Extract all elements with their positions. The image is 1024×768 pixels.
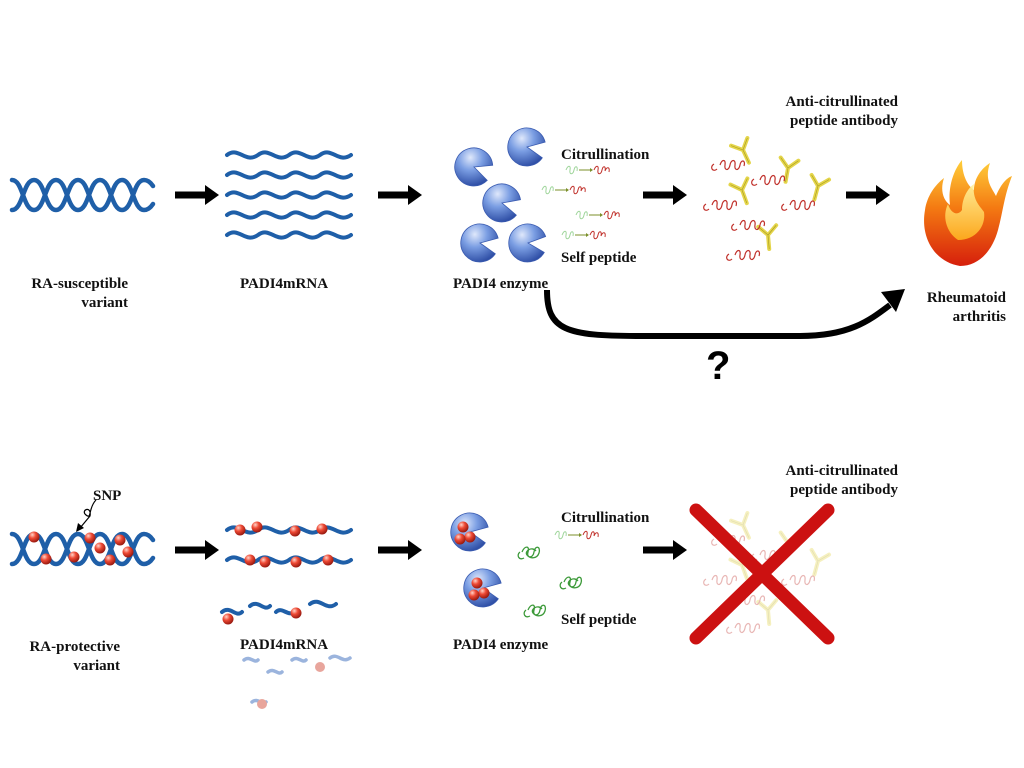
citrullination-label-top: Citrullination bbox=[561, 147, 650, 163]
mrna-strands-top bbox=[225, 150, 353, 240]
antibody-cluster-top bbox=[703, 136, 832, 261]
variant-label-top-line1: RA-susceptible bbox=[31, 276, 128, 292]
antibody-label-top: Anti-citrullinated peptide antibody bbox=[740, 93, 899, 131]
padi4-enzymes-top bbox=[449, 124, 548, 266]
arrow-dna-to-mrna-bottom bbox=[175, 540, 219, 560]
antibody-label-top-line1: Anti-citrullinated bbox=[785, 94, 899, 110]
arrow-dna-to-mrna-top bbox=[175, 185, 219, 205]
inflammation-flame-icon bbox=[924, 160, 1012, 266]
variant-label-bottom-line2: variant bbox=[73, 658, 120, 674]
citrullination-reactions-top bbox=[541, 165, 620, 240]
blocked-cross-icon bbox=[689, 503, 835, 645]
arrow-mrna-to-enzyme-bottom bbox=[378, 540, 422, 560]
disease-label-line1: Rheumatoid bbox=[926, 290, 1006, 306]
native-self-peptides-bottom bbox=[517, 530, 599, 618]
dna-helix-susceptible bbox=[9, 177, 156, 213]
variant-label-bottom-line1: RA-protective bbox=[29, 639, 120, 655]
variant-label-top: RA-susceptible variant bbox=[10, 275, 128, 313]
enzyme-label-bottom: PADI4 enzyme bbox=[453, 637, 549, 653]
arrow-mrna-to-enzyme-top bbox=[378, 185, 422, 205]
question-mark: ? bbox=[706, 344, 731, 388]
enzyme-label-top: PADI4 enzyme bbox=[453, 276, 549, 292]
arrow-antibody-to-disease-top bbox=[846, 185, 890, 205]
snp-markers-mrna bbox=[222, 521, 334, 709]
citrullination-label-bottom: Citrullination bbox=[561, 510, 650, 526]
antibody-label-bottom: Anti-citrullinated peptide antibody bbox=[740, 462, 899, 500]
padi4-enzymes-bottom bbox=[447, 509, 504, 611]
mrna-fragments-degraded bbox=[242, 654, 352, 705]
arrow-enzyme-to-antibody-bottom bbox=[643, 540, 687, 560]
self-peptide-label-top: Self peptide bbox=[561, 250, 637, 266]
arrow-enzyme-to-antibody-top bbox=[643, 185, 687, 205]
disease-label-line2: arthritis bbox=[952, 309, 1006, 325]
snp-label: SNP bbox=[93, 488, 122, 504]
mrna-strands-bottom bbox=[220, 525, 353, 616]
antibody-label-bottom-line1: Anti-citrullinated bbox=[785, 463, 899, 479]
snp-pointer-arrow bbox=[76, 499, 97, 532]
self-peptide-label-bottom: Self peptide bbox=[561, 612, 637, 628]
antibody-label-top-line2: peptide antibody bbox=[790, 113, 898, 129]
mrna-label-top: PADI4mRNA bbox=[240, 276, 329, 292]
antibody-label-bottom-line2: peptide antibody bbox=[790, 482, 898, 498]
mrna-label-bottom: PADI4mRNA bbox=[240, 637, 329, 653]
variant-label-top-line2: variant bbox=[81, 295, 128, 311]
disease-label: Rheumatoid arthritis bbox=[900, 289, 1006, 327]
variant-label-bottom: RA-protective variant bbox=[10, 638, 120, 676]
curved-arrow-enzyme-to-disease bbox=[544, 289, 905, 339]
